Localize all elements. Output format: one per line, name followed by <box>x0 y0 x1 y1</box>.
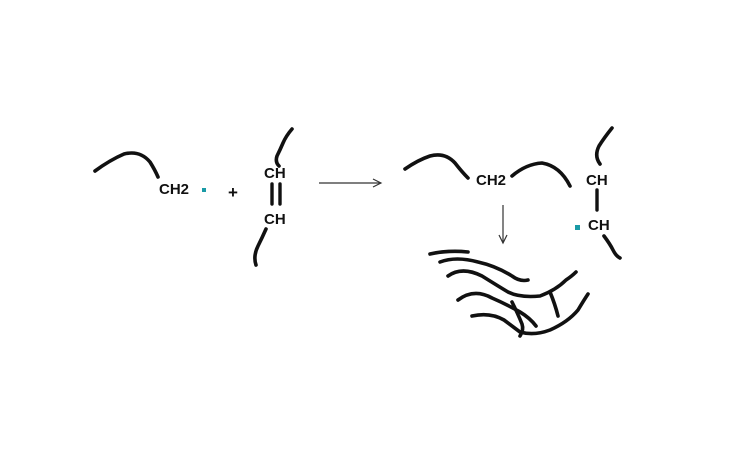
polymer-chain-segment <box>274 127 294 168</box>
reactant-radical-chain: CH2 <box>93 151 206 198</box>
polymer-chain-segment <box>446 269 578 299</box>
alkene-top-ch-label: CH <box>264 165 286 182</box>
polymer-chain-segment <box>510 161 572 188</box>
polymer-chain-segment <box>470 292 590 336</box>
reactant-alkene: CH CH <box>253 127 294 267</box>
crosslink-arrow <box>498 205 508 245</box>
crosslinked-network <box>428 249 590 338</box>
polymer-chain-segment <box>403 153 470 180</box>
product-intermediate: CH2 CH CH <box>403 126 622 260</box>
polymer-chain-segment <box>510 300 525 338</box>
reaction-arrow <box>319 178 383 188</box>
polymer-chain-segment <box>428 249 470 256</box>
product-top-ch-label: CH <box>586 172 608 189</box>
radical-dot <box>575 225 580 230</box>
product-ch2-label: CH2 <box>476 172 506 189</box>
polymer-chain-segment <box>548 290 560 318</box>
reactant-ch2-label: CH2 <box>159 181 189 198</box>
plus-operator: + <box>228 183 238 202</box>
polymer-chain-segment <box>456 291 538 328</box>
polymer-chain-segment <box>602 234 622 260</box>
polymer-chain-segment <box>93 151 160 179</box>
radical-dot <box>202 188 206 192</box>
polymer-chain-segment <box>438 257 530 283</box>
alkene-bottom-ch-label: CH <box>264 211 286 228</box>
polymer-chain-segment <box>594 126 614 166</box>
product-bottom-ch-label: CH <box>588 217 610 234</box>
polymer-chain-segment <box>253 227 268 267</box>
